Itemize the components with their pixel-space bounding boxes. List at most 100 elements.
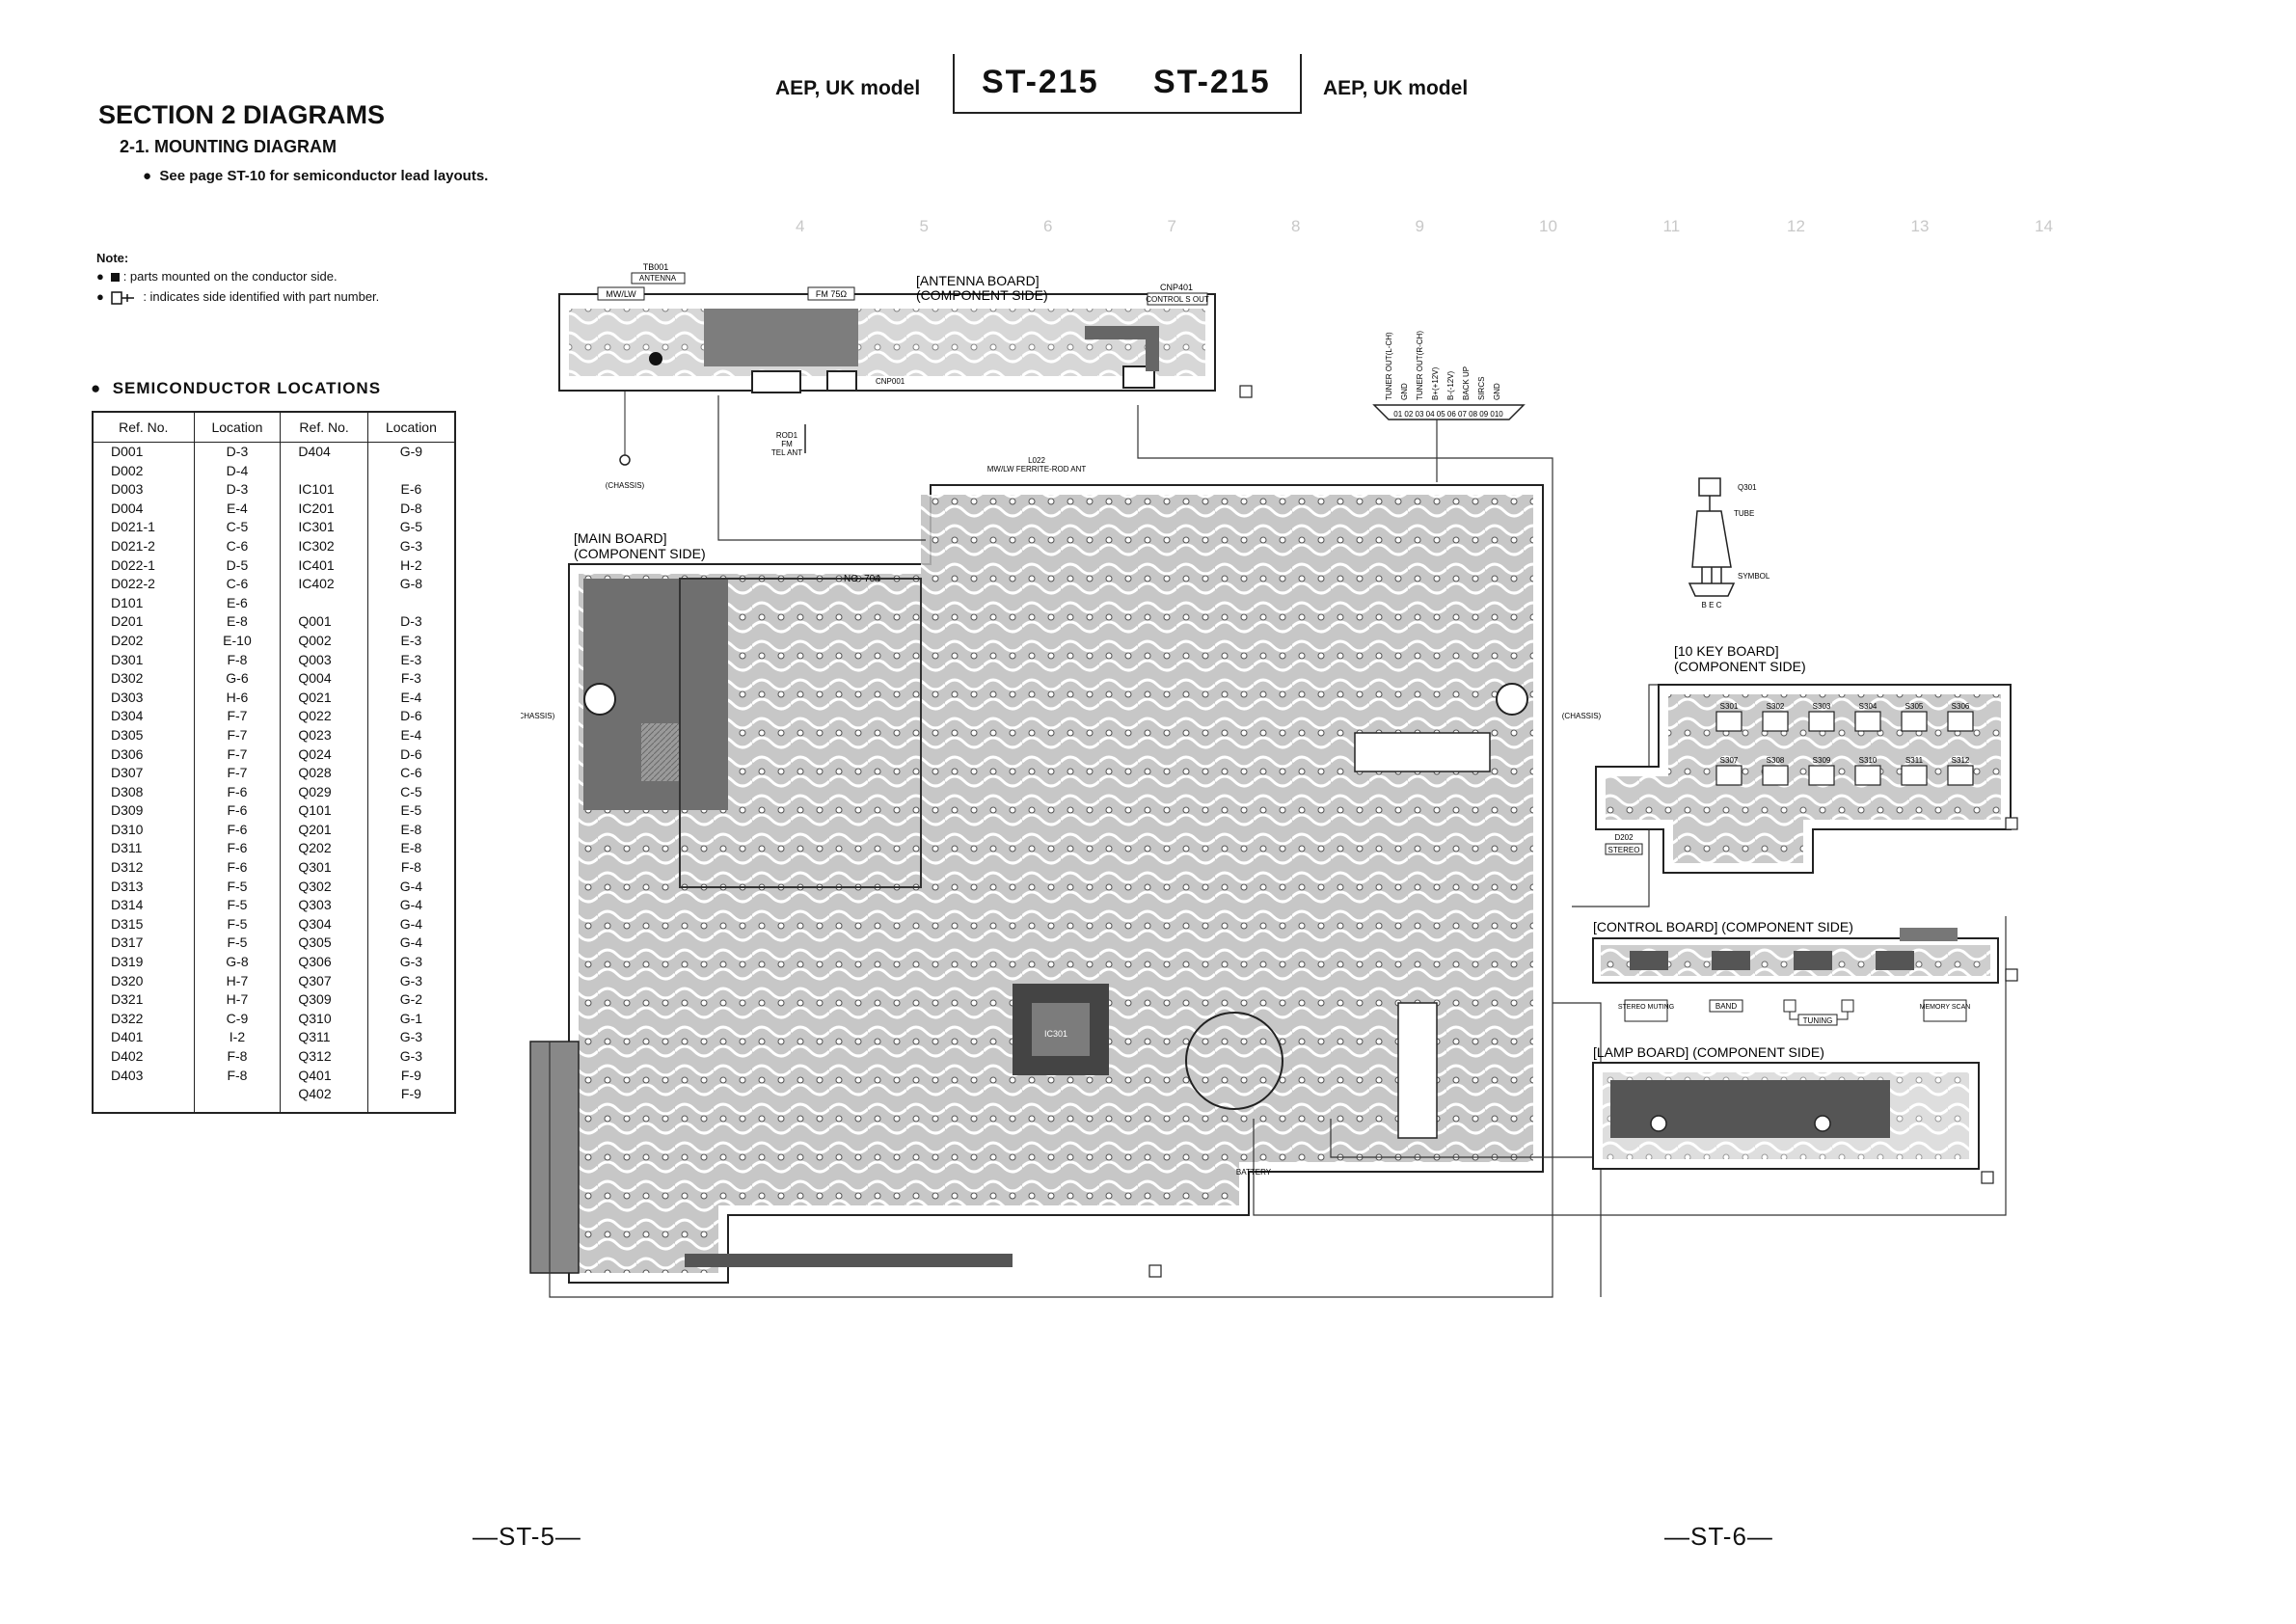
location-cell: E-8: [193, 612, 282, 632]
ref-no-cell: D307: [92, 764, 195, 783]
ref-no-cell: D303: [92, 688, 195, 708]
cnp001-label: CNP001: [876, 377, 905, 386]
ref-no-cell: [92, 1085, 195, 1114]
location-cell: H-7: [193, 971, 282, 991]
header-title-right: ST-215: [1153, 64, 1271, 100]
grid-column-number: 14: [2035, 217, 2053, 235]
ref-no-cell: Q024: [280, 744, 368, 765]
location-cell: F-3: [366, 669, 456, 689]
ref-no-cell: Q101: [280, 801, 368, 821]
l022-label: L022: [1028, 456, 1045, 465]
ref-no-cell: [280, 593, 368, 613]
ref-no-cell: Q001: [280, 612, 368, 632]
ref-no-cell: D021-1: [92, 518, 195, 537]
location-cell: D-3: [193, 442, 282, 462]
grid-column-number: 10: [1539, 217, 1557, 235]
location-cell: C-5: [366, 782, 456, 802]
tb001-label: TB001: [643, 262, 669, 272]
key-switch-label: S308: [1767, 756, 1785, 765]
ref-no-cell: D002: [92, 461, 195, 481]
location-cell: E-4: [366, 725, 456, 745]
location-cell: F-9: [366, 1066, 456, 1086]
location-cell: F-7: [193, 744, 282, 765]
location-cell: F-6: [193, 820, 282, 840]
grid-column-number: 9: [1415, 217, 1424, 235]
location-cell: D-6: [366, 744, 456, 765]
connector-label: GND: [1400, 383, 1409, 400]
key-switch-label: S310: [1859, 756, 1877, 765]
tenkey-board-title: [10 KEY BOARD]: [1674, 643, 1779, 659]
stereo-label: STEREO: [1608, 846, 1640, 854]
key-switch: [1808, 765, 1835, 786]
location-cell: C-9: [193, 1009, 282, 1029]
key-switch-label: S304: [1859, 702, 1877, 711]
key-switch-label: S306: [1952, 702, 1970, 711]
key-switch: [1715, 765, 1742, 786]
ref-no-cell: IC402: [280, 575, 368, 594]
page-number-left: —ST-5—: [473, 1522, 581, 1551]
location-cell: G-3: [366, 1028, 456, 1047]
location-cell: F-6: [193, 782, 282, 802]
ref-no-cell: Q401: [280, 1066, 368, 1086]
location-cell: F-8: [366, 858, 456, 878]
location-cell: E-3: [366, 650, 456, 670]
location-cell: F-7: [193, 725, 282, 745]
location-cell: F-8: [193, 1066, 282, 1086]
location-cell: D-3: [193, 480, 282, 500]
location-cell: F-6: [193, 858, 282, 878]
ref-no-cell: Q028: [280, 764, 368, 783]
location-cell: F-6: [193, 839, 282, 859]
key-switch: [1762, 765, 1789, 786]
location-cell: C-5: [193, 518, 282, 537]
ref-no-cell: D003: [92, 480, 195, 500]
main-board: [529, 484, 1544, 1284]
ref-no-cell: Q022: [280, 707, 368, 726]
ref-no-cell: D301: [92, 650, 195, 670]
semiconductor-heading-text: SEMICONDUCTOR LOCATIONS: [112, 379, 382, 397]
stereo-muting-label: STEREO MUTING: [1618, 1004, 1674, 1011]
ref-no-cell: D312: [92, 858, 195, 878]
band-label: BAND: [1715, 1002, 1737, 1011]
symbol-label: SYMBOL: [1738, 572, 1770, 581]
location-cell: G-4: [366, 914, 456, 934]
chassis-label-right: (CHASSIS): [1562, 712, 1602, 720]
location-cell: G-4: [366, 896, 456, 915]
location-cell: F-7: [193, 707, 282, 726]
ref-no-cell: D101: [92, 593, 195, 613]
location-cell: G-4: [366, 877, 456, 897]
location-cell: G-8: [366, 575, 456, 594]
location-cell: E-8: [366, 820, 456, 840]
ref-no-cell: Q021: [280, 688, 368, 708]
location-cell: E-4: [366, 688, 456, 708]
tuning-label: TUNING: [1803, 1016, 1833, 1025]
location-cell: G-3: [366, 953, 456, 972]
location-cell: F-5: [193, 934, 282, 954]
ref-no-cell: Q312: [280, 1047, 368, 1067]
ic301-label: IC301: [1044, 1029, 1067, 1039]
location-cell: G-3: [366, 1047, 456, 1067]
location-cell: E-5: [366, 801, 456, 821]
fm-label: FM: [781, 440, 793, 448]
note-line-1: ● : parts mounted on the conductor side.: [96, 269, 338, 284]
antenna-board: [558, 293, 1216, 393]
grid-column-number: 5: [919, 217, 929, 235]
ref-no-cell: D302: [92, 669, 195, 689]
ref-no-cell: Q311: [280, 1028, 368, 1047]
connector-pins: 01 02 03 04 05 06 07 08 09 010: [1393, 410, 1503, 419]
ref-no-cell: D001: [92, 442, 195, 462]
